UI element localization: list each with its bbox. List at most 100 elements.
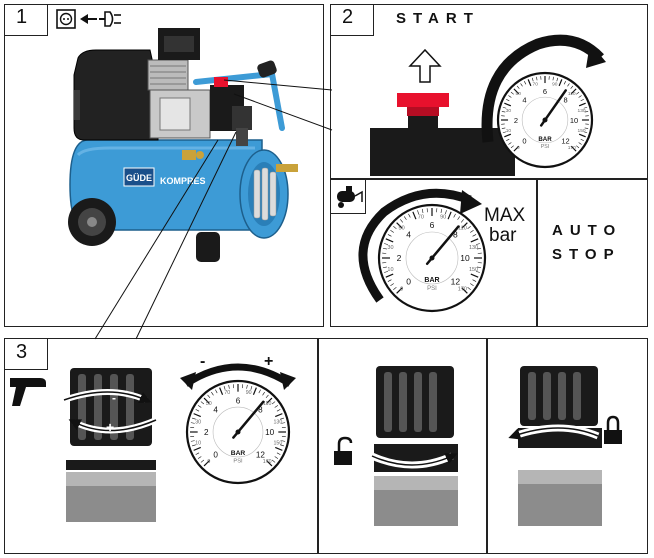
gauge-tick <box>382 247 387 250</box>
gauge-tick <box>276 409 281 412</box>
foot <box>196 232 220 262</box>
compressor-small-icon <box>337 186 363 208</box>
gauge-tick <box>190 422 195 424</box>
gauge-bar-tick-label: 6 <box>543 87 547 96</box>
gauge-bar-tick-label: 12 <box>561 137 569 146</box>
gauge-tick <box>501 127 506 129</box>
gauge-tick <box>203 397 210 404</box>
gauge-tick <box>504 133 512 138</box>
gauge-tick <box>281 422 286 424</box>
gauge-tick <box>508 95 512 98</box>
gauge-tick <box>393 226 397 230</box>
gauge-bar-tick-label: 0 <box>406 276 411 286</box>
gauge-psi-unit: PSI <box>541 144 550 150</box>
gauge-bar-tick-label: 10 <box>460 253 470 263</box>
gauge-tick <box>472 234 477 237</box>
cylinder <box>147 59 189 91</box>
gauge-psi-tick-label: 10 <box>506 128 512 134</box>
adjust-range-arrow <box>184 363 292 387</box>
gauge-tick <box>266 460 273 467</box>
gauge-tick <box>396 287 403 294</box>
gauge-tick <box>403 216 407 220</box>
gauge-tick <box>203 460 210 467</box>
range-minus-label: - <box>200 353 205 370</box>
gauge-tick <box>578 95 582 98</box>
gauge-tick <box>275 446 283 451</box>
gauge-tick <box>510 145 514 149</box>
gauge-tick <box>384 271 389 273</box>
gauge-tick <box>523 81 527 85</box>
gauge-tick <box>460 219 464 223</box>
gauge-tick <box>440 208 443 213</box>
gauge-psi-tick-label: 130 <box>273 419 282 425</box>
gauge-needle-hub <box>429 255 435 261</box>
rising-pressure-arrow <box>481 34 604 143</box>
gauge-bar-tick-label: 2 <box>514 116 518 125</box>
gauge-psi-tick-label: 150 <box>469 267 478 273</box>
gauge-tick <box>570 145 577 152</box>
gauge-tick <box>552 76 554 81</box>
gauge-tick <box>219 387 224 395</box>
brand-model-text: KOMPRES <box>160 176 206 186</box>
gauge-tick <box>583 106 588 109</box>
gauge-tick <box>197 405 202 408</box>
gauge-tick <box>197 456 202 459</box>
air-gun-icon <box>10 378 46 406</box>
regulator-knob-unlock <box>370 366 458 526</box>
gauge-tick <box>584 127 589 129</box>
plug-icon <box>99 11 121 27</box>
gauge-tick <box>200 459 205 463</box>
regulator-knob-lock <box>508 366 602 526</box>
gauge-bar-tick-label: 2 <box>397 253 402 263</box>
gauge-tick <box>510 91 514 95</box>
gauge-tick <box>475 271 480 273</box>
gauge-tick <box>390 229 394 233</box>
gauge-tick <box>576 145 580 149</box>
gauge-tick <box>281 440 286 442</box>
gauge-tick <box>190 440 195 442</box>
gauge-tick <box>520 83 523 87</box>
gauge-bar-tick-label: 8 <box>453 230 458 240</box>
gauge-tick <box>276 452 281 455</box>
gauge-tick <box>223 385 226 390</box>
gauge-tick <box>501 111 506 113</box>
gauge-tick <box>412 211 417 220</box>
gauge-tick <box>558 79 563 87</box>
gauge-tick <box>447 211 452 220</box>
gauge-tick <box>467 226 471 230</box>
gauge-tick <box>578 142 582 145</box>
gauge-tick <box>531 77 534 82</box>
gauge-tick <box>385 238 394 243</box>
gauge-psi-tick-label: 130 <box>578 108 586 114</box>
regulator-knob-adjust: - + <box>63 368 158 522</box>
gauge-tick <box>457 216 461 220</box>
gauge-tick <box>393 286 397 290</box>
gauge-tick <box>502 131 507 134</box>
pressure-switch-body <box>370 128 515 176</box>
gauge-tick <box>396 222 403 229</box>
gauge-inner-ring <box>521 96 569 144</box>
gauge-inner-ring <box>212 406 264 458</box>
gauge-tick <box>516 85 520 89</box>
panel-3-divider-2 <box>486 338 488 554</box>
gauge-tick <box>470 273 479 278</box>
gauge-tick <box>583 131 588 134</box>
gauge-psi-tick-label: 70 <box>533 81 539 87</box>
panel-2-divider-v <box>536 178 538 327</box>
gauge-psi-tick-label: 30 <box>387 245 393 251</box>
gauge-tick <box>470 238 479 243</box>
bar-label: bar <box>489 225 517 246</box>
gauge-tick <box>387 234 392 237</box>
switch-stem <box>408 114 438 130</box>
gauge-tick <box>382 266 387 269</box>
panel-1-number-box <box>4 4 48 36</box>
gauge-bar-tick-label: 10 <box>265 428 275 437</box>
gauge-tick <box>246 384 248 389</box>
gauge-psi-tick-label: 70 <box>224 390 230 396</box>
gauge-psi-tick-label: 10 <box>387 267 393 273</box>
gauge-tick <box>467 286 471 290</box>
gauge-tick <box>567 83 570 87</box>
gauge-psi-tick-label: 90 <box>552 81 558 87</box>
gauge-tick <box>207 394 211 399</box>
